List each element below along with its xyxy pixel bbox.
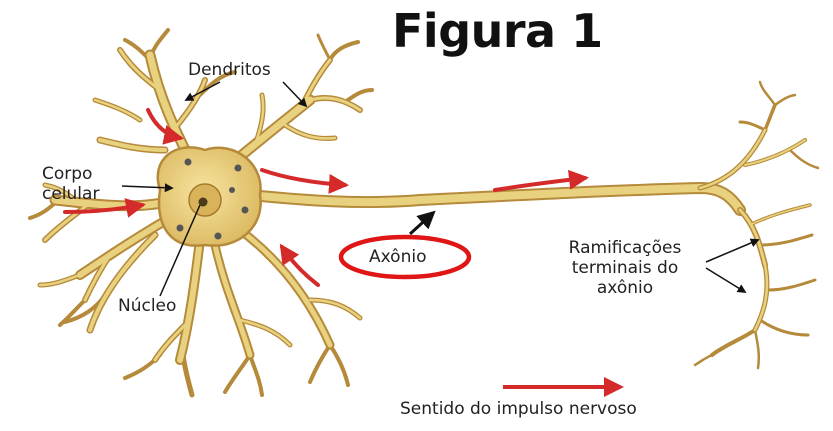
terminals-pointer: [706, 240, 758, 262]
nucleus: [189, 184, 221, 216]
terminals-pointer: [706, 268, 745, 292]
dendrites-label: Dendritos: [188, 60, 271, 80]
impulse-arrow: [262, 170, 345, 185]
cell-body-label-line: celular: [42, 184, 99, 204]
nucleus-label: Núcleo: [118, 296, 176, 316]
cell-body-label-line: Corpo: [42, 164, 99, 184]
axon-terminals-label-line: axônio: [550, 278, 700, 298]
axon-terminals-label: Ramificações terminais do axônio: [550, 238, 700, 298]
axon-label: Axônio: [369, 247, 426, 267]
axon-pointer: [410, 213, 433, 234]
axon-terminals-label-line: terminais do: [550, 258, 700, 278]
dendrites-pointer: [283, 82, 306, 106]
legend-label: Sentido do impulso nervoso: [400, 399, 637, 419]
axon-terminals-label-line: Ramificações: [550, 238, 700, 258]
cell-body-label: Corpo celular: [42, 164, 99, 204]
figure-title: Figura 1: [392, 4, 603, 58]
